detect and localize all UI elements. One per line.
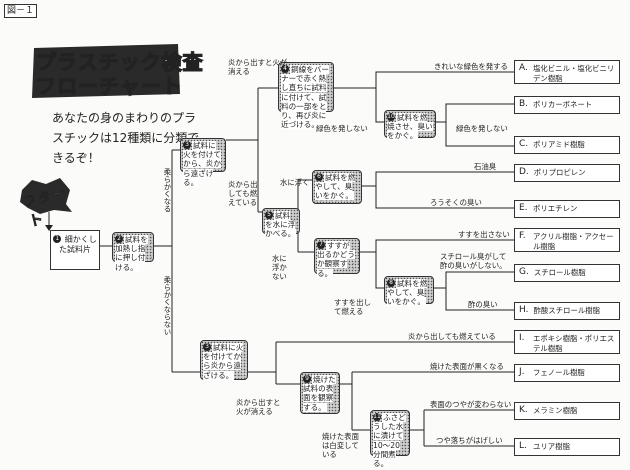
result-f-letter: F. <box>519 231 526 241</box>
result-b: B. ポリカーボネート <box>514 96 620 114</box>
result-i-name: エポキシ樹脂・ポリエステル樹脂 <box>533 334 615 353</box>
result-k: K. メラミン樹脂 <box>514 402 620 420</box>
branch-styrene: スチロール臭がして酢の臭いがしない。 <box>440 252 507 270</box>
result-i: I. エポキシ樹脂・ポリエステル樹脂 <box>514 330 620 354</box>
result-d: D. ポリプロピレン <box>514 164 620 182</box>
branch-keeps-burning: 炎から出しても燃えている <box>228 180 258 207</box>
branch-petroleum: 石油臭 <box>474 162 497 171</box>
branch-black-surface: 焼けた表面が黒くなる <box>430 362 504 371</box>
result-h-name: 酢酸スチロール樹脂 <box>533 306 601 315</box>
step-2-number: 2 <box>115 235 123 243</box>
branch-sink: 水に浮かない <box>272 254 287 281</box>
step-6-number: 6 <box>315 173 323 181</box>
start-arrow-icon <box>45 212 53 231</box>
step-1-number: 1 <box>53 235 62 243</box>
result-l-letter: L. <box>519 441 527 451</box>
result-c-name: ポリアミド樹脂 <box>533 140 585 149</box>
result-h-letter: H. <box>519 305 529 315</box>
branch-not-soft: 柔らかくならない <box>163 276 172 336</box>
title-line-1: プラスチック検査 <box>35 49 204 74</box>
result-e-name: ポリエチレン <box>533 204 578 213</box>
result-a: A. 塩化ビニル・塩化ビニリデン樹脂 <box>514 60 620 84</box>
result-a-letter: A. <box>519 63 528 73</box>
result-l: L. ユリア樹脂 <box>514 438 620 456</box>
step-1-text: 細かくした試料片 <box>59 235 97 254</box>
branch-no-green-2: 緑色を発しない <box>456 124 508 133</box>
result-d-name: ポリプロピレン <box>533 168 586 177</box>
result-i-letter: I. <box>519 333 525 343</box>
result-k-name: メラミン樹脂 <box>533 406 578 415</box>
branch-candle: ろうそくの臭い <box>430 198 482 207</box>
step-3b-number: 3 <box>203 343 211 351</box>
step-4-number: 4 <box>281 65 289 73</box>
result-k-letter: K. <box>519 405 528 415</box>
branch-float: 水に浮く <box>280 178 310 187</box>
branch-no-soot: すすを出さない <box>458 230 510 239</box>
step-10-number: 10 <box>387 113 395 121</box>
result-h: H. 酢酸スチロール樹脂 <box>514 302 620 320</box>
result-f: F. アクリル樹脂・アクセール樹脂 <box>514 228 620 252</box>
result-e-letter: E. <box>519 203 528 213</box>
branch-luster-same: 表面のつやが変わらない <box>430 400 512 409</box>
start-burst-shape <box>20 178 72 214</box>
result-j-name: フェノール樹脂 <box>533 368 585 377</box>
result-j: J. フェノール樹脂 <box>514 364 620 382</box>
title-background-shape <box>32 44 180 98</box>
start-badge: スタート <box>18 176 74 231</box>
branch-soot-burn: すすを出して燃える <box>334 298 371 316</box>
step-1-sample: 1 細かくした試料片 <box>50 230 100 270</box>
result-f-name: アクリル樹脂・アクセール樹脂 <box>533 232 614 251</box>
result-g-letter: G. <box>519 267 529 277</box>
branch-soft: 柔らかくなる <box>163 168 172 213</box>
step-9-number: 9 <box>303 375 311 383</box>
branch-luster-lost: つや落ちがはげしい <box>436 436 503 445</box>
intro-text: あなたの身のまわりのプラスチックは12種類に分類できるぞ！ <box>52 111 200 165</box>
step-7-number: 7 <box>317 241 325 249</box>
branch-no-green: 緑色を発しない <box>316 124 368 133</box>
result-d-letter: D. <box>519 167 529 177</box>
branch-fire-off-2: 炎から出すと火が消える <box>236 398 281 416</box>
title-banner: プラスチック検査 フローチャート <box>30 42 203 100</box>
branch-fire-off: 炎から出すと火が消える <box>228 58 288 76</box>
result-b-name: ポリカーボネート <box>533 100 593 109</box>
branch-vinegar: 酢の臭い <box>468 300 498 309</box>
result-a-name: 塩化ビニル・塩化ビニリデン樹脂 <box>533 64 615 83</box>
branch-burns-outside: 炎から出しても燃えている <box>408 332 496 341</box>
result-c: C. ポリアミド樹脂 <box>514 136 620 154</box>
result-c-letter: C. <box>519 139 529 149</box>
step-11-number: 11 <box>373 413 381 421</box>
figure-label: 図－１ <box>4 4 38 18</box>
result-j-letter: J. <box>519 367 525 377</box>
title-line-2: フローチャート <box>35 73 183 98</box>
branch-green-flame: きれいな緑色を発する <box>434 62 508 71</box>
step-8-number: 8 <box>387 279 395 287</box>
step-9-text: 焼けた試料の表面を観察する。 <box>303 375 336 412</box>
result-e: E. ポリエチレン <box>514 200 620 218</box>
step-5-number: 5 <box>265 211 273 219</box>
result-g-name: スチロール樹脂 <box>533 268 586 277</box>
result-b-letter: B. <box>519 99 529 109</box>
step-3a-number: 3 <box>183 141 191 149</box>
step-4-text: 銅線をバーナーで赤く熱し直ちに試料に付けて、試料の一部をとり、再び炎に近づける。 <box>281 65 329 130</box>
result-l-name: ユリア樹脂 <box>533 442 570 451</box>
branch-white-surface: 焼けた表面は白変している <box>322 432 359 459</box>
result-g: G. スチロール樹脂 <box>514 264 620 282</box>
